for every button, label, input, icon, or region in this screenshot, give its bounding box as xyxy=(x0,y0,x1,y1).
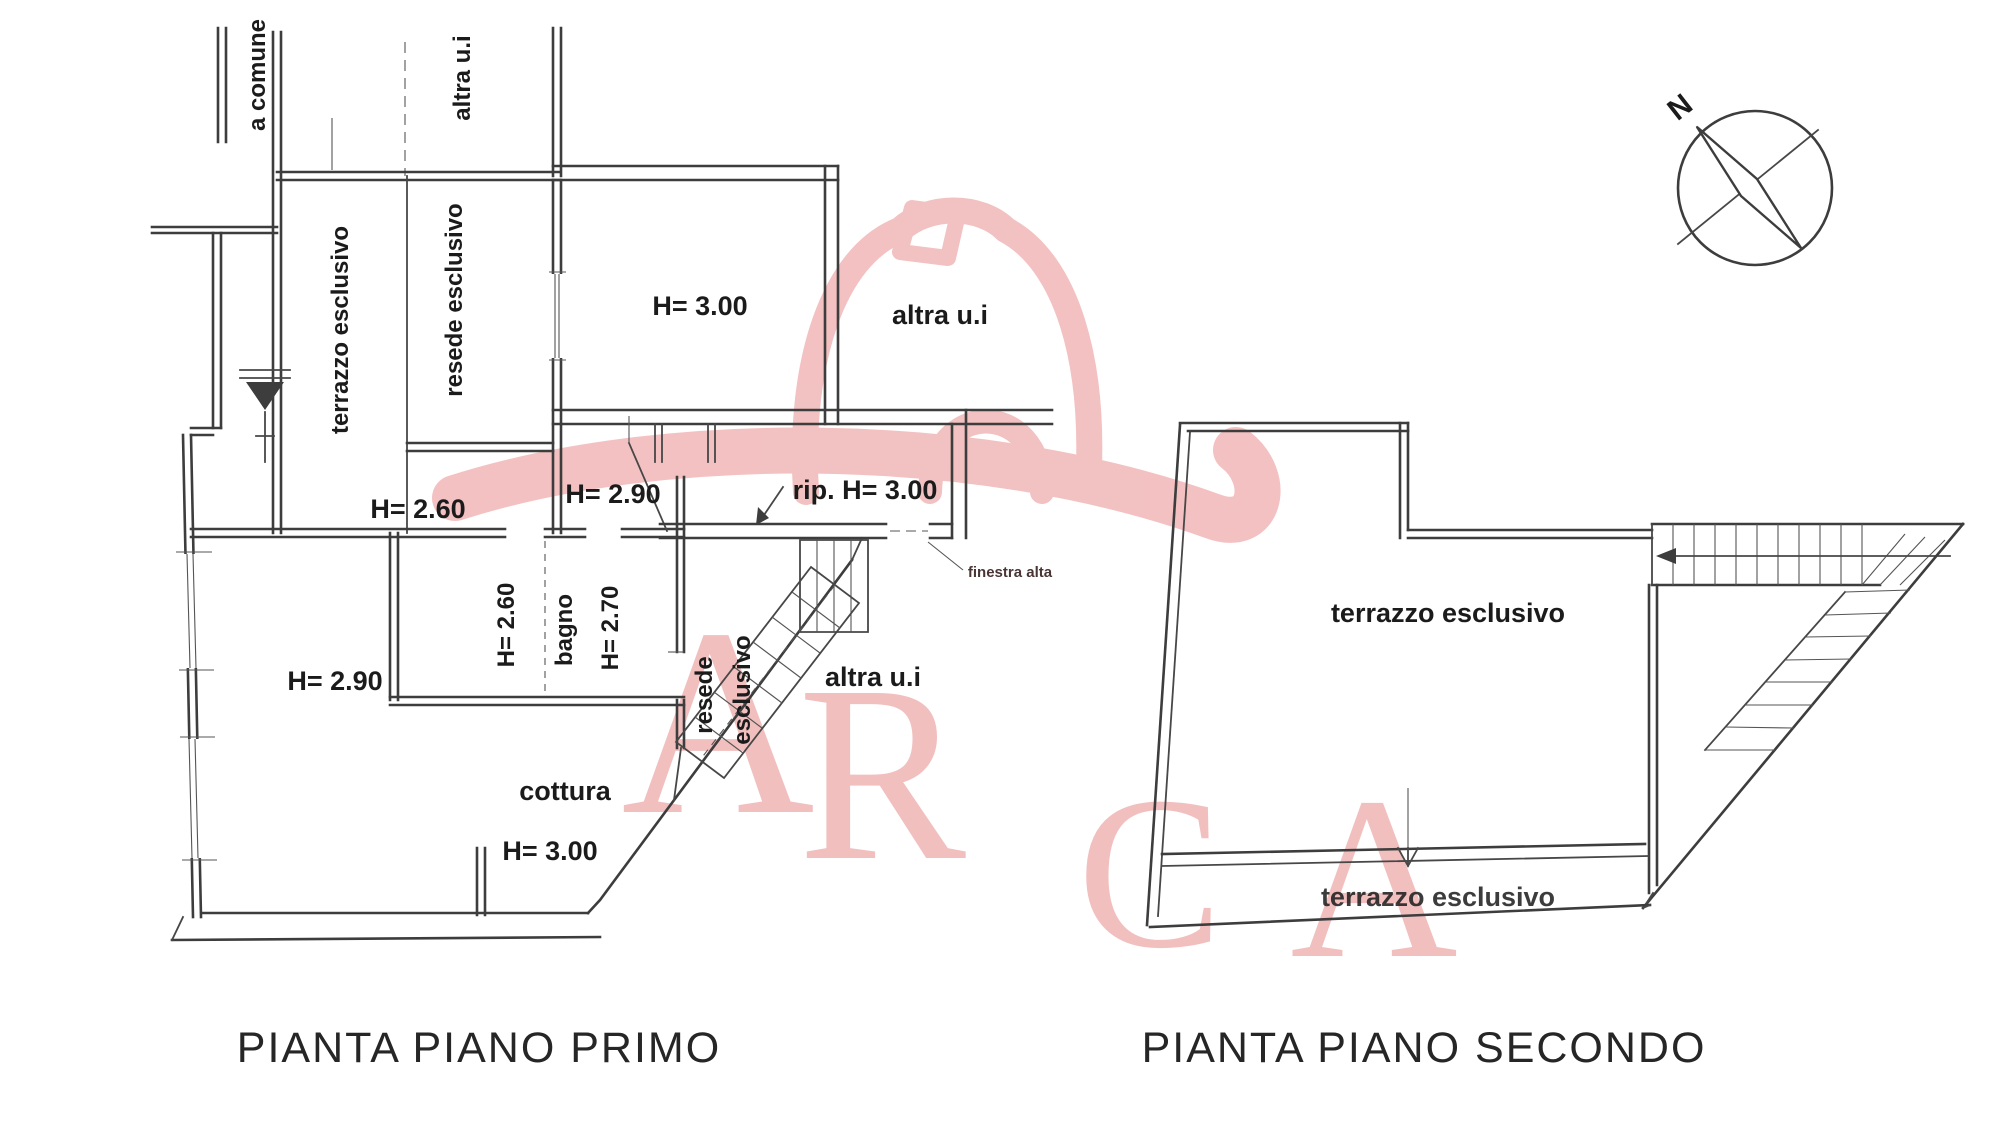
stair-rail xyxy=(699,584,836,761)
arca-watermark: A R C A xyxy=(432,197,1458,1007)
stair-arrow-head xyxy=(756,507,769,525)
wall-strip-left xyxy=(271,30,283,535)
rip-door-stubs xyxy=(654,423,716,463)
wall-under-room xyxy=(551,408,1054,426)
wall2-south-outer xyxy=(1148,903,1652,929)
wall-resede-bottom xyxy=(405,441,555,453)
wall-living-top-right xyxy=(543,527,686,539)
window-gap xyxy=(182,739,206,858)
second-floor-plan: terrazzo esclusivo terrazzo esclusivo PI… xyxy=(1142,421,1965,1072)
wall2-notch-h xyxy=(1406,528,1654,540)
wall-courtyard-left-upper xyxy=(675,475,686,654)
wall-living-top-left xyxy=(189,527,507,539)
stair2-treads xyxy=(1672,524,1863,585)
compass-rose: N xyxy=(1661,88,1834,267)
window-gap xyxy=(550,274,564,358)
wall2-inner-right xyxy=(1647,583,1659,895)
label-h290-upper: H= 2.90 xyxy=(565,479,660,509)
label-resede-line1: resede xyxy=(691,656,718,733)
wall-south-cap xyxy=(170,915,185,942)
label-room-h300: H= 3.00 xyxy=(652,291,747,321)
label-h260-upper: H= 2.60 xyxy=(370,494,465,524)
label-a-comune: a comune xyxy=(244,19,271,131)
window-room-left xyxy=(549,271,566,361)
wall-outer-corner xyxy=(150,225,279,235)
wall2-notch-v xyxy=(1398,421,1410,540)
window-gap xyxy=(180,554,204,668)
plan1-title: PIANTA PIANO PRIMO xyxy=(237,1024,721,1072)
wall-rip-right xyxy=(950,408,968,540)
stair2-diag-rail xyxy=(1703,590,1847,752)
first-floor-plan: a comune altra u.i terrazzo esclusivo re… xyxy=(150,19,1054,1072)
label-altra-ui-top: altra u.i xyxy=(449,35,476,120)
wall-south-outer xyxy=(170,935,602,942)
window-ticks xyxy=(176,551,217,861)
arca-logo-chimney xyxy=(892,200,966,266)
label2-terrazzo-bottom: terrazzo esclusivo xyxy=(1321,882,1555,912)
label-rip-h300: rip. H= 3.00 xyxy=(793,475,938,505)
stair-arrow-line xyxy=(760,485,785,520)
label-bagno: bagno xyxy=(551,594,578,666)
wall-corridor-bottom xyxy=(388,695,686,707)
wall-strip-top xyxy=(275,170,562,182)
label-terrazzo-esclusivo: terrazzo esclusivo xyxy=(327,226,354,434)
wall-cottura-stub xyxy=(475,846,487,917)
drain-icon xyxy=(239,369,291,379)
stair2-arrow-head xyxy=(1656,548,1676,564)
label-resede-line2: esclusivo xyxy=(729,635,756,744)
stair2-diag-treads xyxy=(1705,589,1911,751)
label-cottura: cottura xyxy=(519,776,611,806)
stair2-winders xyxy=(1861,533,1946,586)
label-altra-ui-lower: altra u.i xyxy=(825,662,921,692)
drain-icon-stem xyxy=(255,411,275,463)
door-leaf-upper xyxy=(627,441,669,533)
label-h290-room: H= 2.90 xyxy=(287,666,382,696)
wall2-se-cap xyxy=(1641,903,1652,910)
compass-needle xyxy=(1695,126,1803,249)
label-altra-ui-right: altra u.i xyxy=(892,300,988,330)
watermark-letter-a2: A xyxy=(1290,750,1458,1007)
edge-connector xyxy=(850,536,864,562)
wall-rip-bottom xyxy=(658,522,954,540)
wall-room-right xyxy=(823,164,840,426)
arca-logo-arch xyxy=(918,409,1054,504)
wall-top-left xyxy=(216,26,228,144)
wall-room-top xyxy=(551,164,840,182)
label-finestra-alta: finestra alta xyxy=(968,564,1053,581)
compass-north-label: N xyxy=(1661,88,1698,127)
wall-courtyard-connect xyxy=(672,746,683,802)
label2-terrazzo-center: terrazzo esclusivo xyxy=(1331,598,1565,628)
drain2-icon xyxy=(1396,846,1420,868)
label-h270-vertical: H= 2.70 xyxy=(597,586,624,671)
wall2-diagonal-edge xyxy=(1641,522,1965,910)
label-resede-esclusivo: resede esclusivo xyxy=(441,203,468,396)
watermark-letter-a1: A xyxy=(621,573,815,870)
west-windows xyxy=(186,553,199,859)
watermark-letter-r: R xyxy=(798,633,966,913)
wall-corridor-left xyxy=(388,531,400,702)
finestra-leader xyxy=(927,541,964,571)
wall2-west-inner xyxy=(1157,431,1191,917)
drain-icon-funnel xyxy=(246,382,284,410)
wall2-north xyxy=(1178,421,1410,433)
wall-diagonal-edge xyxy=(586,558,854,915)
plan2-title: PIANTA PIANO SECONDO xyxy=(1142,1024,1707,1072)
label-h260-vertical: H= 2.60 xyxy=(493,583,520,668)
wall2-south-inner1 xyxy=(1160,842,1647,856)
stair-flight-diagonal xyxy=(674,565,861,780)
wall-outer-left-upper xyxy=(211,231,223,430)
wall-jog xyxy=(189,426,223,437)
wall-top-mid xyxy=(551,26,563,178)
compass-circle xyxy=(1676,109,1834,267)
label-h300-cottura: H= 3.00 xyxy=(502,836,597,866)
wall2-west-outer xyxy=(1145,423,1182,927)
